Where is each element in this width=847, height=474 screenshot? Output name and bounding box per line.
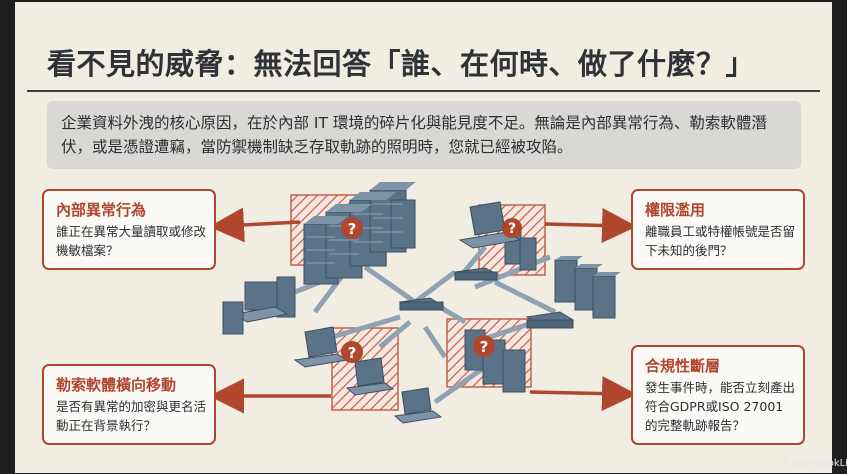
server-tower-cluster-right	[554, 256, 621, 319]
card-privilege-title: 權限濫用	[645, 201, 706, 219]
summary-text: 企業資料外洩的核心原因，在於內部 IT 環境的碎片化與能見度不足。無論是內部異常…	[61, 114, 767, 156]
card-compliance-body: 發生事件時，能否立刻產出符合GDPR或ISO 27001的完整軌跡報告？	[645, 380, 796, 433]
card-compliance-title: 合規性斷層	[645, 357, 721, 375]
slide: 看不見的威脅：無法回答「誰、在何時、做了什麼？」 企業資料外洩的核心原因，在於內…	[15, 2, 832, 473]
question-badges	[341, 217, 522, 363]
card-ransomware-title: 勒索軟體橫向移動	[56, 376, 177, 394]
card-insider-title: 內部異常行為	[56, 201, 147, 219]
card-compliance-gap: 合規性斷層 發生事件時，能否立刻產出符合GDPR或ISO 27001的完整軌跡報…	[631, 345, 805, 445]
endpoint-devices	[222, 201, 575, 424]
page-title: 看不見的威脅：無法回答「誰、在何時、做了什麼？」	[47, 47, 756, 81]
watermark-text: NotebookLM	[791, 458, 847, 469]
card-ransomware-lateral: 勒索軟體橫向移動 是否有異常的加密與更名活動正在背景執行？	[42, 364, 216, 445]
card-privilege-body: 離職員工或特權帳號是否留下未知的後門？	[645, 224, 796, 258]
network-diagram: ? ? ? ?	[209, 182, 637, 424]
question-mark-servers: ?	[348, 220, 357, 238]
question-mark-laptops: ?	[348, 344, 357, 362]
arrow-to-compliance	[529, 376, 637, 412]
card-insider-body: 誰正在異常大量讀取或修改機敏檔案？	[56, 224, 207, 258]
arrow-to-insider	[209, 207, 301, 243]
title-band: 看不見的威脅：無法回答「誰、在何時、做了什麼？」	[27, 2, 820, 92]
summary-box: 企業資料外洩的核心原因，在於內部 IT 環境的碎片化與能見度不足。無論是內部異常…	[47, 101, 801, 169]
card-privilege-abuse: 權限濫用 離職員工或特權帳號是否留下未知的後門？	[631, 189, 805, 270]
arrow-to-privilege	[544, 207, 637, 243]
question-mark-workstation: ?	[508, 221, 516, 237]
card-ransomware-body: 是否有異常的加密與更名活動正在背景執行？	[56, 399, 207, 433]
card-insider-behavior: 內部異常行為 誰正在異常大量讀取或修改機敏檔案？	[42, 189, 216, 270]
notebooklm-watermark: ✳ NotebookLM	[780, 458, 847, 469]
question-mark-center-servers: ?	[480, 338, 489, 356]
